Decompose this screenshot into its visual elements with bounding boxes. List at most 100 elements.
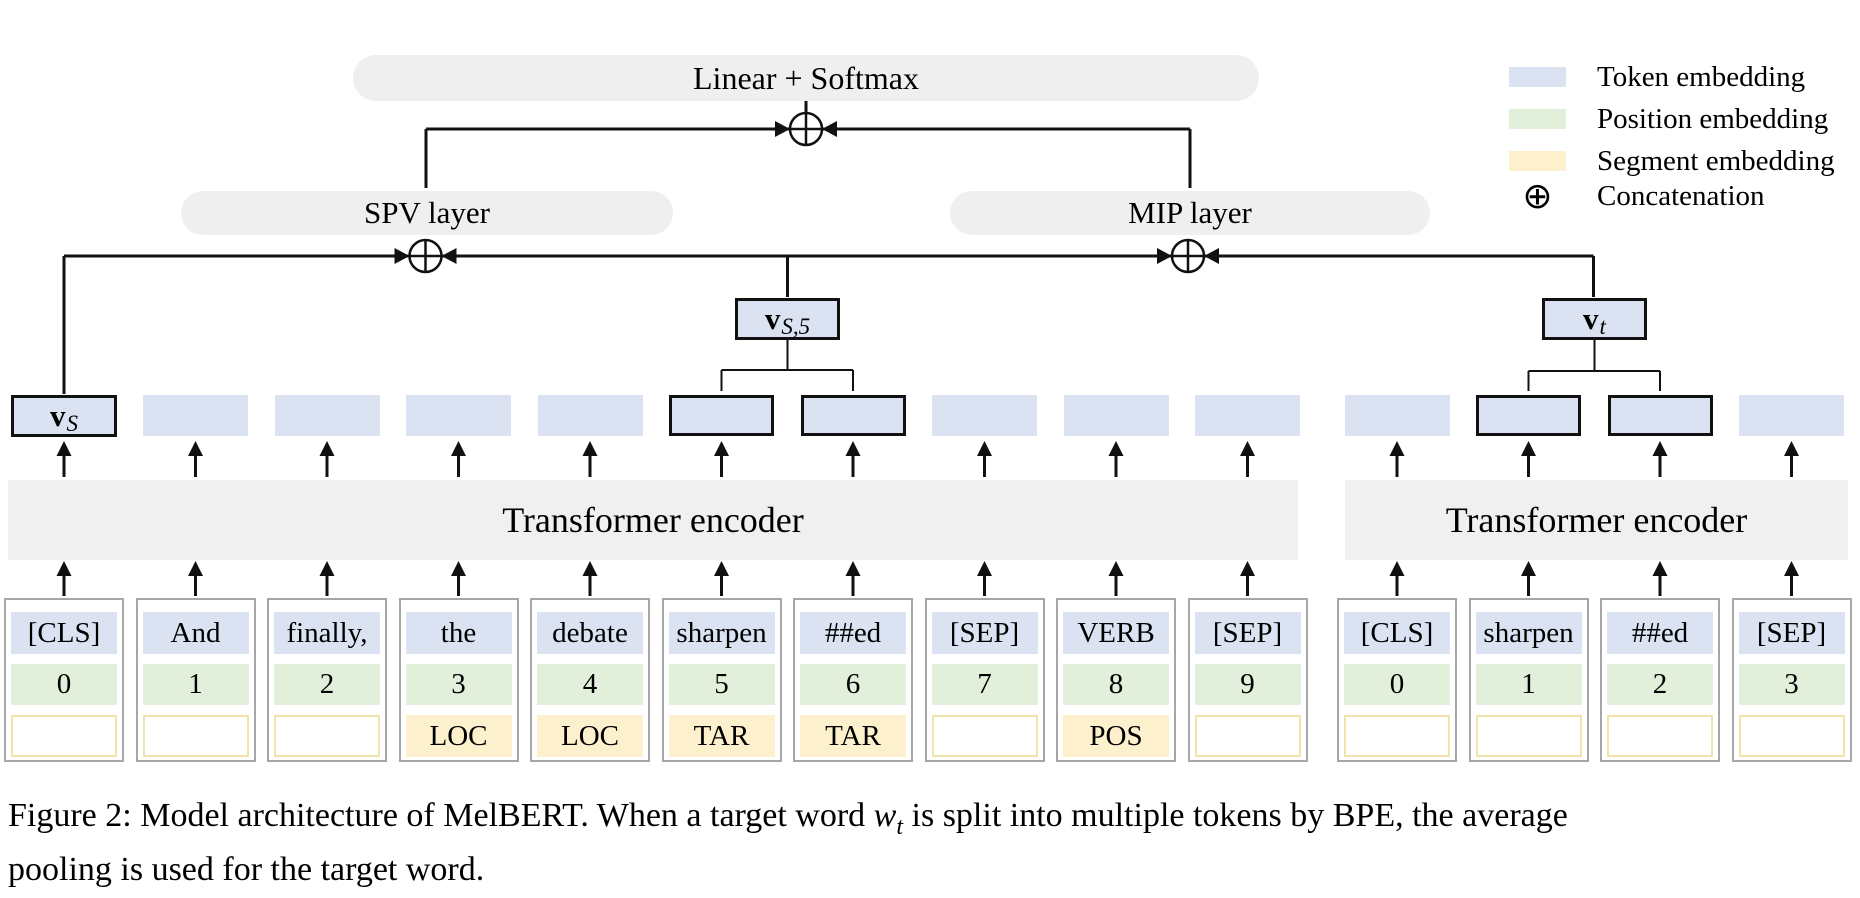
arrow-up-icon: [1389, 561, 1405, 576]
token-cell: finally,: [274, 612, 380, 654]
arrow-up-icon: [1652, 561, 1668, 576]
concatenation-icon: ⊕: [1522, 176, 1553, 216]
position-cell: 0: [1344, 664, 1450, 705]
legend-row-segment: Segment embedding: [1509, 144, 1835, 177]
arrow-up-icon: [977, 441, 992, 456]
arrow-up-icon: [714, 441, 729, 456]
token-cell: [CLS]: [1344, 612, 1450, 654]
arrow-up-icon: [582, 561, 598, 576]
caption-math-wt: wt: [873, 797, 903, 840]
embedding-left-5: [669, 395, 774, 436]
arrow-up-icon: [1521, 441, 1536, 456]
embedding-left-8: [1063, 395, 1169, 436]
caption-math-sub: t: [896, 813, 904, 840]
arrow-up-icon: [1521, 561, 1536, 576]
token-cell: sharpen: [668, 612, 775, 654]
position-cell: 7: [931, 664, 1038, 705]
embedding-left-4: [537, 395, 643, 436]
arrow-left-icon: [1204, 248, 1219, 264]
position-cell: 1: [142, 664, 249, 705]
legend-label: Token embedding: [1597, 60, 1806, 93]
arrow-up-icon: [1108, 561, 1124, 576]
vs-subscript: S: [66, 411, 79, 436]
arrow-left-icon: [822, 121, 837, 137]
vs5-subscript: S,5: [781, 314, 811, 339]
arrow-up-icon: [1784, 561, 1799, 576]
token-cell: [SEP]: [1738, 612, 1845, 654]
token-column-right-2: ##ed 2: [1600, 598, 1720, 762]
arrow-up-icon: [1240, 561, 1255, 576]
vs5-label: v: [764, 301, 781, 336]
legend-row-concat: ⊕ Concatenation: [1509, 176, 1764, 216]
arrow-up-icon: [845, 561, 861, 576]
token-cell: ##ed: [800, 612, 906, 654]
embedding-left-2: [274, 395, 380, 436]
segment-cell: TAR: [800, 715, 906, 757]
arrow-up-icon: [319, 561, 335, 576]
segment-cell: [1475, 715, 1582, 757]
segment-cell: [931, 715, 1038, 757]
caption-text: is split into multiple tokens by BPE, th…: [903, 797, 1568, 834]
legend-row-position: Position embedding: [1509, 102, 1829, 135]
token-column-left-9: [SEP]9: [1187, 598, 1308, 762]
linear-softmax-box: Linear + Softmax: [353, 55, 1259, 101]
token-embedding-swatch: [1509, 67, 1566, 87]
arrow-up-icon: [977, 561, 992, 576]
arrow-up-icon: [56, 561, 72, 576]
position-cell: 4: [537, 664, 643, 705]
arrow-up-icon: [714, 561, 729, 576]
segment-cell: [274, 715, 380, 757]
legend-row-token: Token embedding: [1509, 60, 1806, 93]
position-cell: 2: [274, 664, 380, 705]
segment-cell: TAR: [668, 715, 775, 757]
caption-line-1: Figure 2: Model architecture of MelBERT.…: [8, 797, 1568, 841]
embedding-right-2: [1607, 395, 1713, 436]
caption-text: Figure 2: Model architecture of MelBERT.…: [8, 797, 874, 834]
segment-cell: [1738, 715, 1845, 757]
token-cell: ##ed: [1607, 612, 1713, 654]
token-cell: VERB: [1063, 612, 1169, 654]
segment-cell: [1607, 715, 1713, 757]
segment-cell: LOC: [405, 715, 512, 757]
legend-label: Position embedding: [1597, 102, 1829, 135]
legend-label: Segment embedding: [1597, 144, 1835, 177]
arrow-up-icon: [319, 441, 335, 456]
arrow-up-icon: [1240, 441, 1255, 456]
token-column-left-2: finally, 2: [267, 598, 387, 762]
position-cell: 1: [1475, 664, 1582, 705]
embedding-right-1: [1476, 395, 1581, 436]
arrow-left-icon: [441, 248, 457, 264]
segment-cell: [142, 715, 249, 757]
embedding-left-3: [406, 395, 511, 436]
position-cell: 9: [1194, 664, 1301, 705]
token-cell: [CLS]: [11, 612, 117, 654]
position-cell: 3: [405, 664, 512, 705]
arrow-up-icon: [188, 441, 203, 456]
segment-cell: [11, 715, 117, 757]
arrow-right-icon: [1157, 248, 1172, 264]
token-cell: debate: [537, 612, 643, 654]
embedding-left-7: [932, 395, 1037, 436]
arrow-up-icon: [582, 441, 598, 456]
position-cell: 3: [1738, 664, 1845, 705]
transformer-encoder-left: Transformer encoder: [8, 480, 1298, 560]
arrow-up-icon: [451, 441, 466, 456]
arrow-up-icon: [845, 441, 861, 456]
caption-math-base: w: [873, 797, 897, 834]
vs-label: v: [50, 398, 66, 433]
position-cell: 2: [1607, 664, 1713, 705]
arrow-up-icon: [1784, 441, 1799, 456]
embedding-right-3: [1739, 395, 1844, 436]
caption-line-2: pooling is used for the target word.: [8, 851, 485, 888]
segment-cell: LOC: [537, 715, 643, 757]
arrow-up-icon: [188, 561, 203, 576]
arrow-right-icon: [394, 248, 410, 264]
